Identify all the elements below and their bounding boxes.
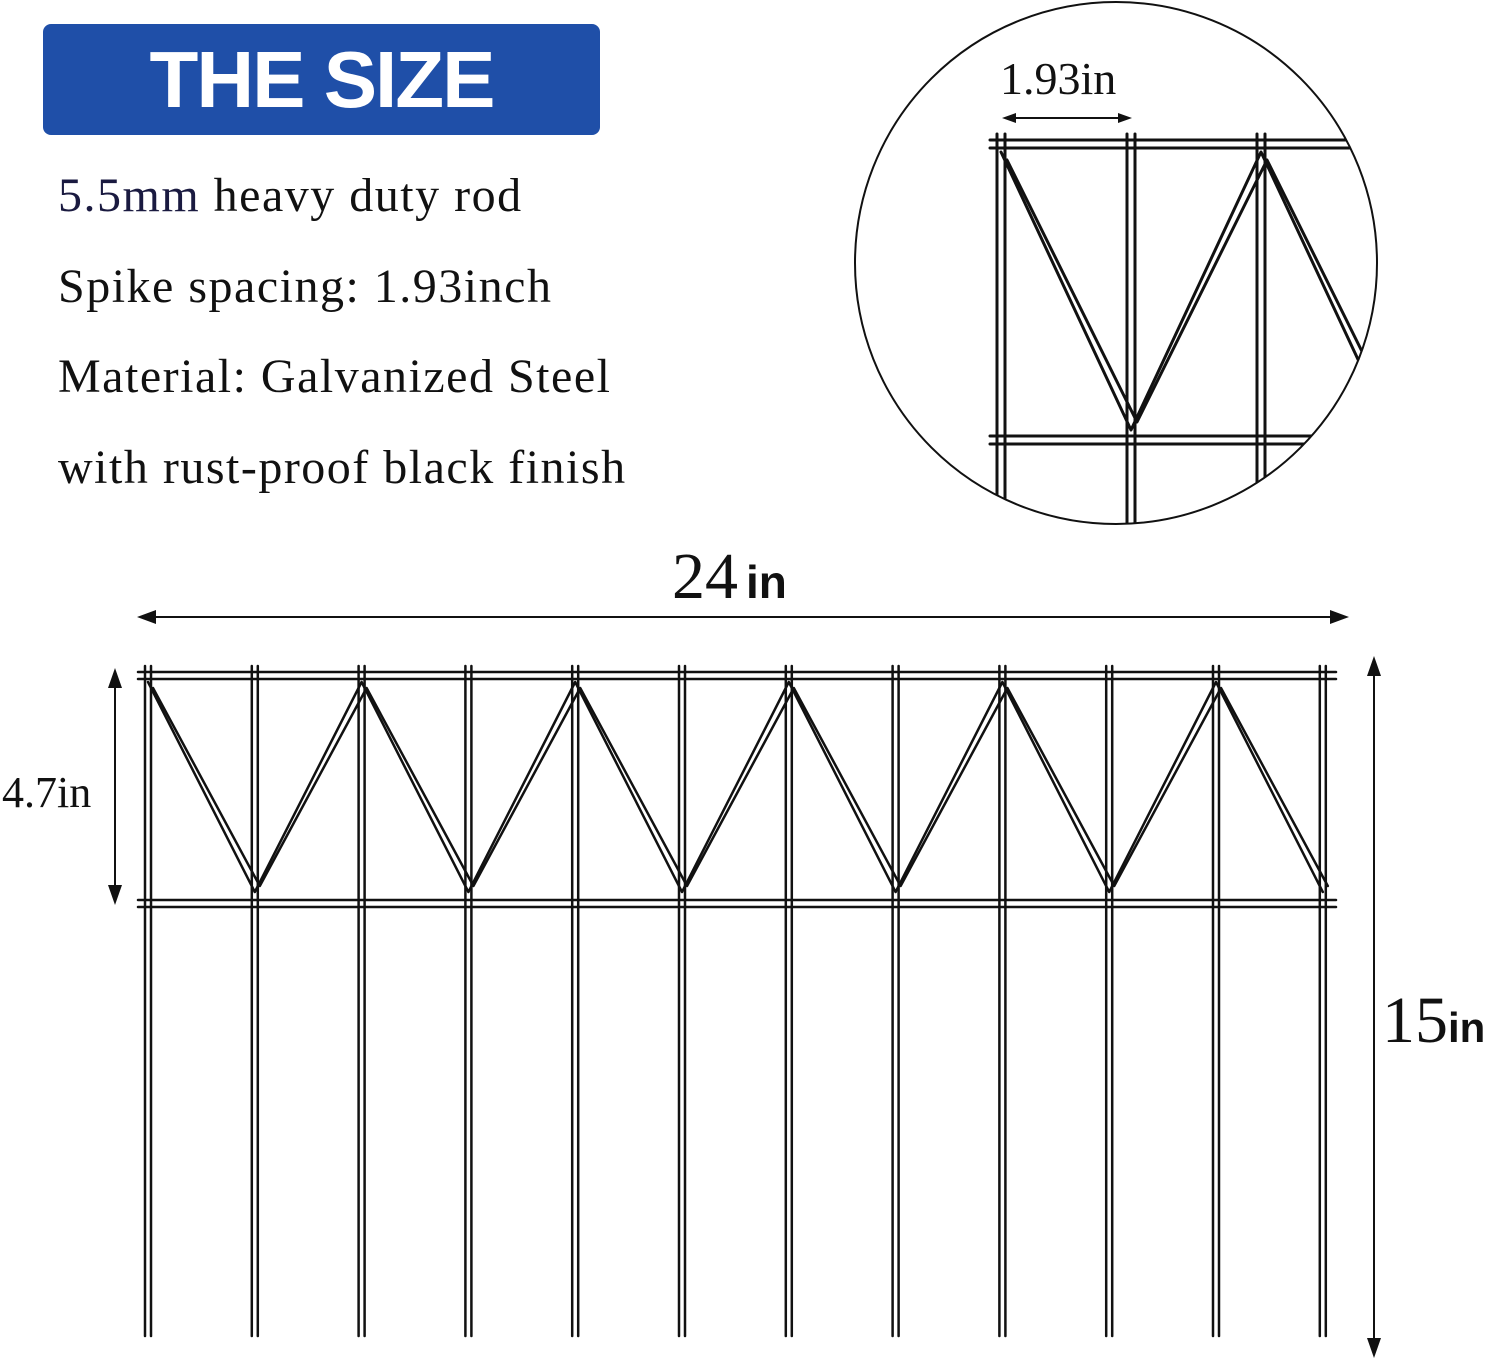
width-unit: in [746, 556, 787, 608]
spec-rod-size: 5.5mm [58, 169, 201, 222]
pattern-height-label: 4.7in [2, 768, 92, 817]
detail-fence-closeup [988, 132, 1377, 524]
spec-rod: 5.5mm heavy duty rod [58, 172, 523, 220]
detail-zigzag-wire [999, 150, 1377, 432]
fence-panel [136, 664, 1338, 1338]
pattern-height-dimension-arrow [108, 668, 122, 905]
spec-finish: with rust-proof black finish [58, 441, 627, 494]
detail-spacing-label: 1.93in [1000, 53, 1117, 104]
width-dimension-arrow [137, 610, 1349, 624]
total-height-unit: in [1448, 1004, 1486, 1051]
width-value: 24 [672, 540, 738, 613]
detail-spacing-dimension-arrow [1002, 113, 1132, 123]
detail-zigzag-wire [1005, 158, 1377, 424]
spec-rod-text: heavy duty rod [200, 169, 523, 222]
zigzag-wire [146, 680, 1325, 894]
title-text: THE SIZE [149, 34, 495, 124]
zigzag-wire [151, 686, 1330, 888]
total-height-value: 15 [1382, 984, 1448, 1057]
total-height-label: 15in [1382, 988, 1485, 1054]
spec-spacing: Spike spacing: 1.93inch [58, 260, 553, 313]
detail-circle [854, 1, 1378, 525]
title-badge: THE SIZE [43, 24, 600, 135]
total-height-dimension-arrow [1367, 656, 1381, 1358]
spec-material: Material: Galvanized Steel [58, 350, 612, 403]
